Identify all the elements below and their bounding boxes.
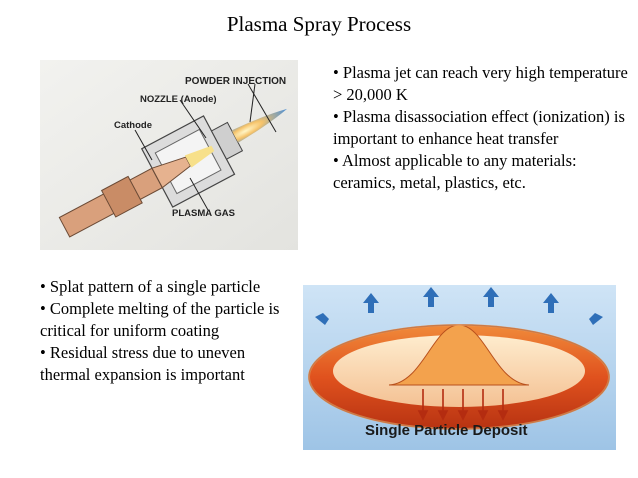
left-bullet-list: • Splat pattern of a single particle • C… (40, 276, 280, 386)
bullet-splat-pattern: • Splat pattern of a single particle (40, 277, 261, 296)
bullet-residual-stress: • Residual stress due to uneven thermal … (40, 343, 246, 384)
bullet-ionization: • Plasma disassociation effect (ionizati… (333, 107, 625, 148)
bullet-applicability: • Almost applicable to any materials: ce… (333, 151, 577, 192)
deposit-caption: Single Particle Deposit (365, 422, 528, 439)
label-powder-injection: POWDER INJECTION (185, 76, 286, 87)
label-nozzle: NOZZLE (Anode) (140, 94, 217, 105)
label-plasma-gas: PLASMA GAS (172, 208, 235, 219)
right-bullet-list: • Plasma jet can reach very high tempera… (333, 62, 628, 194)
bullet-complete-melting: • Complete melting of the particle is cr… (40, 299, 280, 340)
bullet-plasma-temperature: • Plasma jet can reach very high tempera… (333, 63, 628, 104)
label-cathode: Cathode (114, 120, 152, 131)
slide-title: Plasma Spray Process (226, 12, 412, 36)
single-particle-deposit-figure: Single Particle Deposit (303, 285, 616, 450)
plasma-gun-diagram: POWDER INJECTION NOZZLE (Anode) Cathode … (40, 60, 298, 250)
